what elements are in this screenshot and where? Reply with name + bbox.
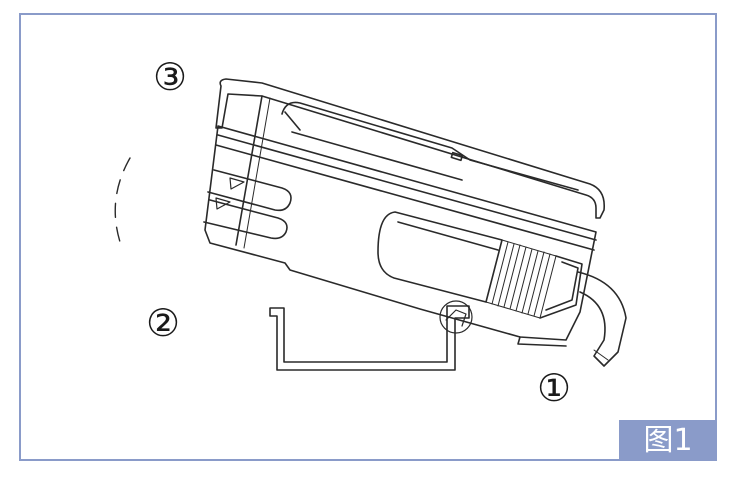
sensor-body [204,125,597,341]
front-cover [215,78,606,219]
cable [577,271,627,367]
callout-1: ① [537,366,572,410]
figure-frame [19,13,717,461]
slot-upper [207,169,292,212]
figure-label: 图1 [619,420,717,461]
din-rail [269,305,470,371]
callout-2: ② [146,301,181,345]
callout-3: ③ [153,55,188,99]
clip-detail-circle [439,300,473,334]
connector [539,255,583,319]
slot-lower [203,199,288,240]
oval-window [377,211,503,303]
ribbed-grip [485,239,557,319]
rotation-arc [114,157,131,246]
